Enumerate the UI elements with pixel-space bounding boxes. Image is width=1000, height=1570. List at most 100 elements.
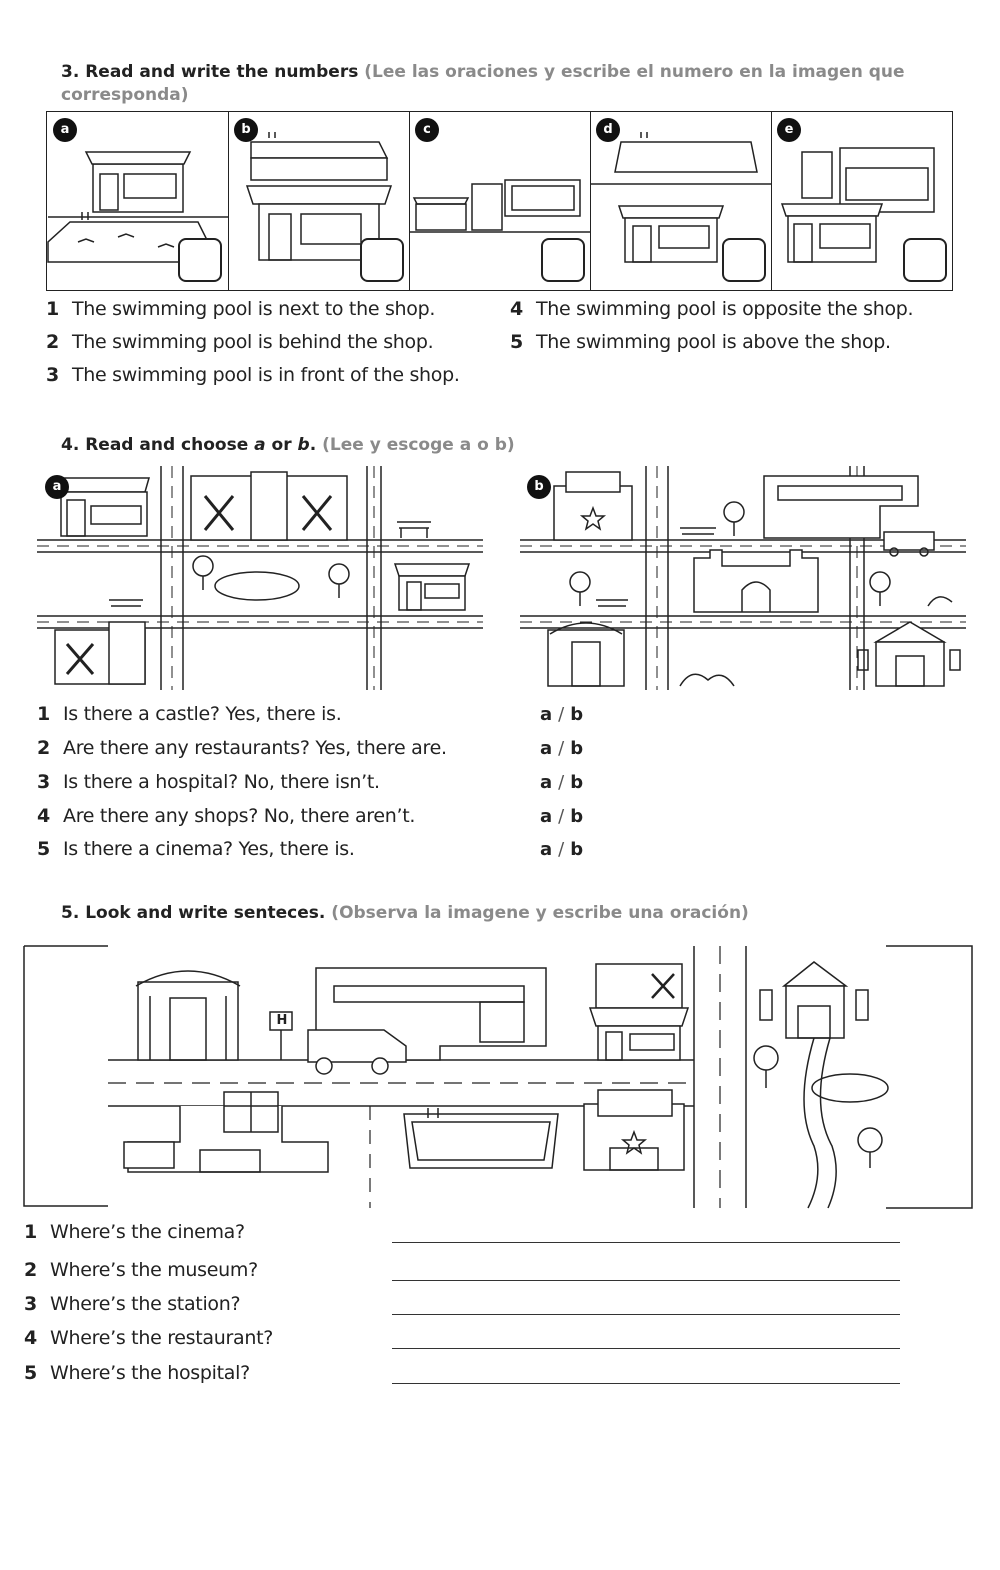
s4-text-5: Is there a cinema? Yes, there is. [63, 838, 355, 860]
answer-line-2[interactable] [392, 1280, 900, 1281]
choice-a-option[interactable]: a [540, 704, 553, 725]
s4-num-4: 4 [37, 805, 50, 827]
s5-num-1: 1 [24, 1221, 37, 1243]
s3-text-2: The swimming pool is behind the shop. [72, 331, 434, 353]
answer-line-4[interactable] [392, 1348, 900, 1349]
s4-text-2: Are there any restaurants? Yes, there ar… [63, 737, 447, 759]
s4-text-1: Is there a castle? Yes, there is. [63, 703, 342, 725]
section3-subtitle: (Lee las oraciones y escribe el numero e… [61, 62, 905, 105]
panel-a-illustration [47, 151, 228, 263]
section5-town-map [23, 945, 973, 1209]
panel-c-illustration [410, 179, 590, 233]
s3-text-5: The swimming pool is above the shop. [536, 331, 891, 353]
s3-sentence-4: 4 The swimming pool is opposite the shop. [510, 298, 914, 320]
section5-title: 5. Look and write senteces. [61, 903, 326, 923]
s4-choice-5: a/b [540, 839, 583, 860]
panel-a-answer-box[interactable] [178, 238, 222, 282]
section3-picture-strip [46, 111, 953, 291]
section4-title-b: b [297, 435, 310, 455]
panel-b-badge: b [234, 118, 258, 142]
s5-question-4: 4 Where’s the restaurant? [24, 1327, 273, 1349]
s5-text-5: Where’s the hospital? [50, 1362, 250, 1384]
s3-num-2: 2 [46, 331, 59, 353]
s3-text-3: The swimming pool is in front of the sho… [72, 364, 460, 386]
s3-sentence-2: 2 The swimming pool is behind the shop. [46, 331, 434, 353]
choice-a-option[interactable]: a [540, 772, 553, 793]
s5-text-2: Where’s the museum? [50, 1259, 258, 1281]
s5-num-4: 4 [24, 1327, 37, 1349]
choice-separator: / [558, 772, 565, 793]
section5-heading: 5. Look and write senteces. (Observa la … [61, 902, 749, 925]
panel-c-answer-box[interactable] [541, 238, 585, 282]
map-a-badge: a [45, 475, 69, 499]
choice-b-option[interactable]: b [570, 772, 584, 793]
panel-b-answer-box[interactable] [360, 238, 404, 282]
s3-text-4: The swimming pool is opposite the shop. [536, 298, 914, 320]
s3-sentence-5: 5 The swimming pool is above the shop. [510, 331, 891, 353]
s4-text-3: Is there a hospital? No, there isn’t. [63, 771, 380, 793]
s4-choice-4: a/b [540, 806, 583, 827]
s4-num-3: 3 [37, 771, 50, 793]
answer-line-5[interactable] [392, 1383, 900, 1384]
panel-d-answer-box[interactable] [722, 238, 766, 282]
s5-question-3: 3 Where’s the station? [24, 1293, 241, 1315]
s3-num-3: 3 [46, 364, 59, 386]
s5-num-3: 3 [24, 1293, 37, 1315]
s3-text-1: The swimming pool is next to the shop. [72, 298, 436, 320]
s5-text-1: Where’s the cinema? [50, 1221, 245, 1243]
panel-e-badge: e [777, 118, 801, 142]
section5-subtitle: (Observa la imagene y escribe una oració… [331, 903, 749, 923]
panel-a-badge: a [53, 118, 77, 142]
choice-a-option[interactable]: a [540, 839, 553, 860]
section4-title-end: . [309, 435, 317, 455]
s3-num-5: 5 [510, 331, 523, 353]
s4-choice-1: a/b [540, 704, 583, 725]
choice-b-option[interactable]: b [570, 738, 584, 759]
s5-question-1: 1 Where’s the cinema? [24, 1221, 245, 1243]
panel-d-badge: d [596, 118, 620, 142]
s4-question-3: 3 Is there a hospital? No, there isn’t. [37, 771, 380, 793]
section4-heading: 4. Read and choose a or b. (Lee y escoge… [61, 434, 515, 457]
s4-num-2: 2 [37, 737, 50, 759]
answer-line-1[interactable] [392, 1242, 900, 1243]
s5-text-3: Where’s the station? [50, 1293, 241, 1315]
map-b-illustration [520, 466, 966, 690]
answer-line-3[interactable] [392, 1314, 900, 1315]
s5-num-2: 2 [24, 1259, 37, 1281]
s3-sentence-3: 3 The swimming pool is in front of the sh… [46, 364, 460, 386]
choice-separator: / [558, 704, 565, 725]
s3-sentence-1: 1 The swimming pool is next to the shop. [46, 298, 435, 320]
choice-separator: / [558, 738, 565, 759]
choice-b-option[interactable]: b [570, 839, 584, 860]
choice-separator: / [558, 839, 565, 860]
s3-num-1: 1 [46, 298, 59, 320]
panel-e-answer-box[interactable] [903, 238, 947, 282]
s4-choice-3: a/b [540, 772, 583, 793]
hospital-sign-letter: H [276, 1013, 288, 1028]
panel-b-illustration [245, 132, 393, 261]
map-a-illustration [37, 466, 483, 690]
choice-b-option[interactable]: b [570, 704, 584, 725]
s4-question-2: 2 Are there any restaurants? Yes, there a… [37, 737, 447, 759]
section3-heading: 3. Read and write the numbers (Lee las o… [61, 61, 921, 107]
map-b-badge: b [527, 475, 551, 499]
s4-num-5: 5 [37, 838, 50, 860]
choice-separator: / [558, 806, 565, 827]
section4-subtitle: (Lee y escoge a o b) [322, 435, 515, 455]
choice-a-option[interactable]: a [540, 806, 553, 827]
choice-a-option[interactable]: a [540, 738, 553, 759]
panel-c-badge: c [415, 118, 439, 142]
panel-d-illustration [591, 132, 771, 263]
s4-text-4: Are there any shops? No, there aren’t. [63, 805, 416, 827]
s3-num-4: 4 [510, 298, 523, 320]
choice-b-option[interactable]: b [570, 806, 584, 827]
s4-choice-2: a/b [540, 738, 583, 759]
s4-question-5: 5 Is there a cinema? Yes, there is. [37, 838, 355, 860]
panel-e-illustration [780, 147, 935, 263]
section4-title-prefix: 4. Read and choose [61, 435, 255, 455]
s5-question-5: 5 Where’s the hospital? [24, 1362, 250, 1384]
s5-text-4: Where’s the restaurant? [50, 1327, 274, 1349]
section4-title-or: or [265, 435, 298, 455]
s5-num-5: 5 [24, 1362, 37, 1384]
